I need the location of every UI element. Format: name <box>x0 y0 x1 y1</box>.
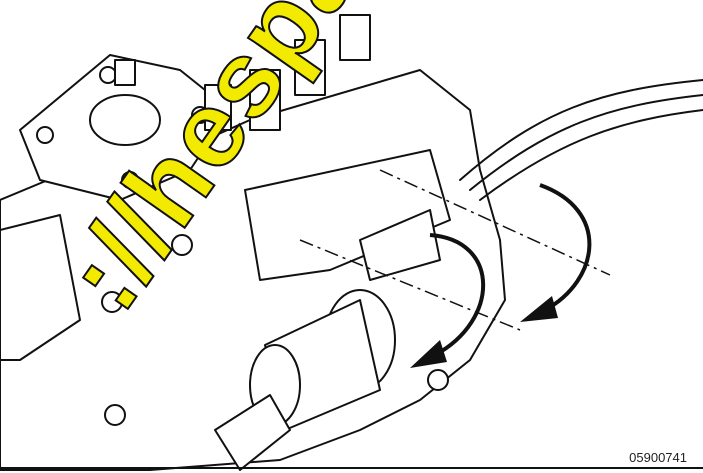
plate-bolt-1 <box>36 126 54 144</box>
plate-bolt-2 <box>99 66 117 84</box>
rotation-arrow-lower <box>429 233 486 357</box>
bracket-hole <box>359 209 441 281</box>
fuel-line-1 <box>459 79 703 181</box>
plate-bolt-4 <box>121 171 139 189</box>
plate-boss <box>89 94 161 146</box>
delivery-valve-4 <box>204 84 232 131</box>
housing-bolt-4 <box>427 369 449 391</box>
fuel-line-2 <box>469 94 703 191</box>
drive-shaft <box>214 394 291 471</box>
left-housing <box>0 214 81 361</box>
housing-bolt-2 <box>171 234 193 256</box>
fuel-line-3 <box>479 109 703 201</box>
arrow-head-lower-icon <box>410 340 447 368</box>
housing-bolt-3 <box>104 404 126 426</box>
rotation-arrow-upper <box>539 183 592 312</box>
centre-line-upper <box>379 169 611 276</box>
arrow-head-upper-icon <box>520 296 558 322</box>
figure-reference-number: 05900741 <box>629 450 687 465</box>
delivery-valve-3 <box>339 14 371 61</box>
housing-bolt-1 <box>101 291 123 313</box>
delivery-valve-1 <box>249 69 281 131</box>
centre-line-lower <box>299 239 521 331</box>
delivery-valve-2 <box>294 39 326 96</box>
plate-top-bolt <box>114 59 136 86</box>
